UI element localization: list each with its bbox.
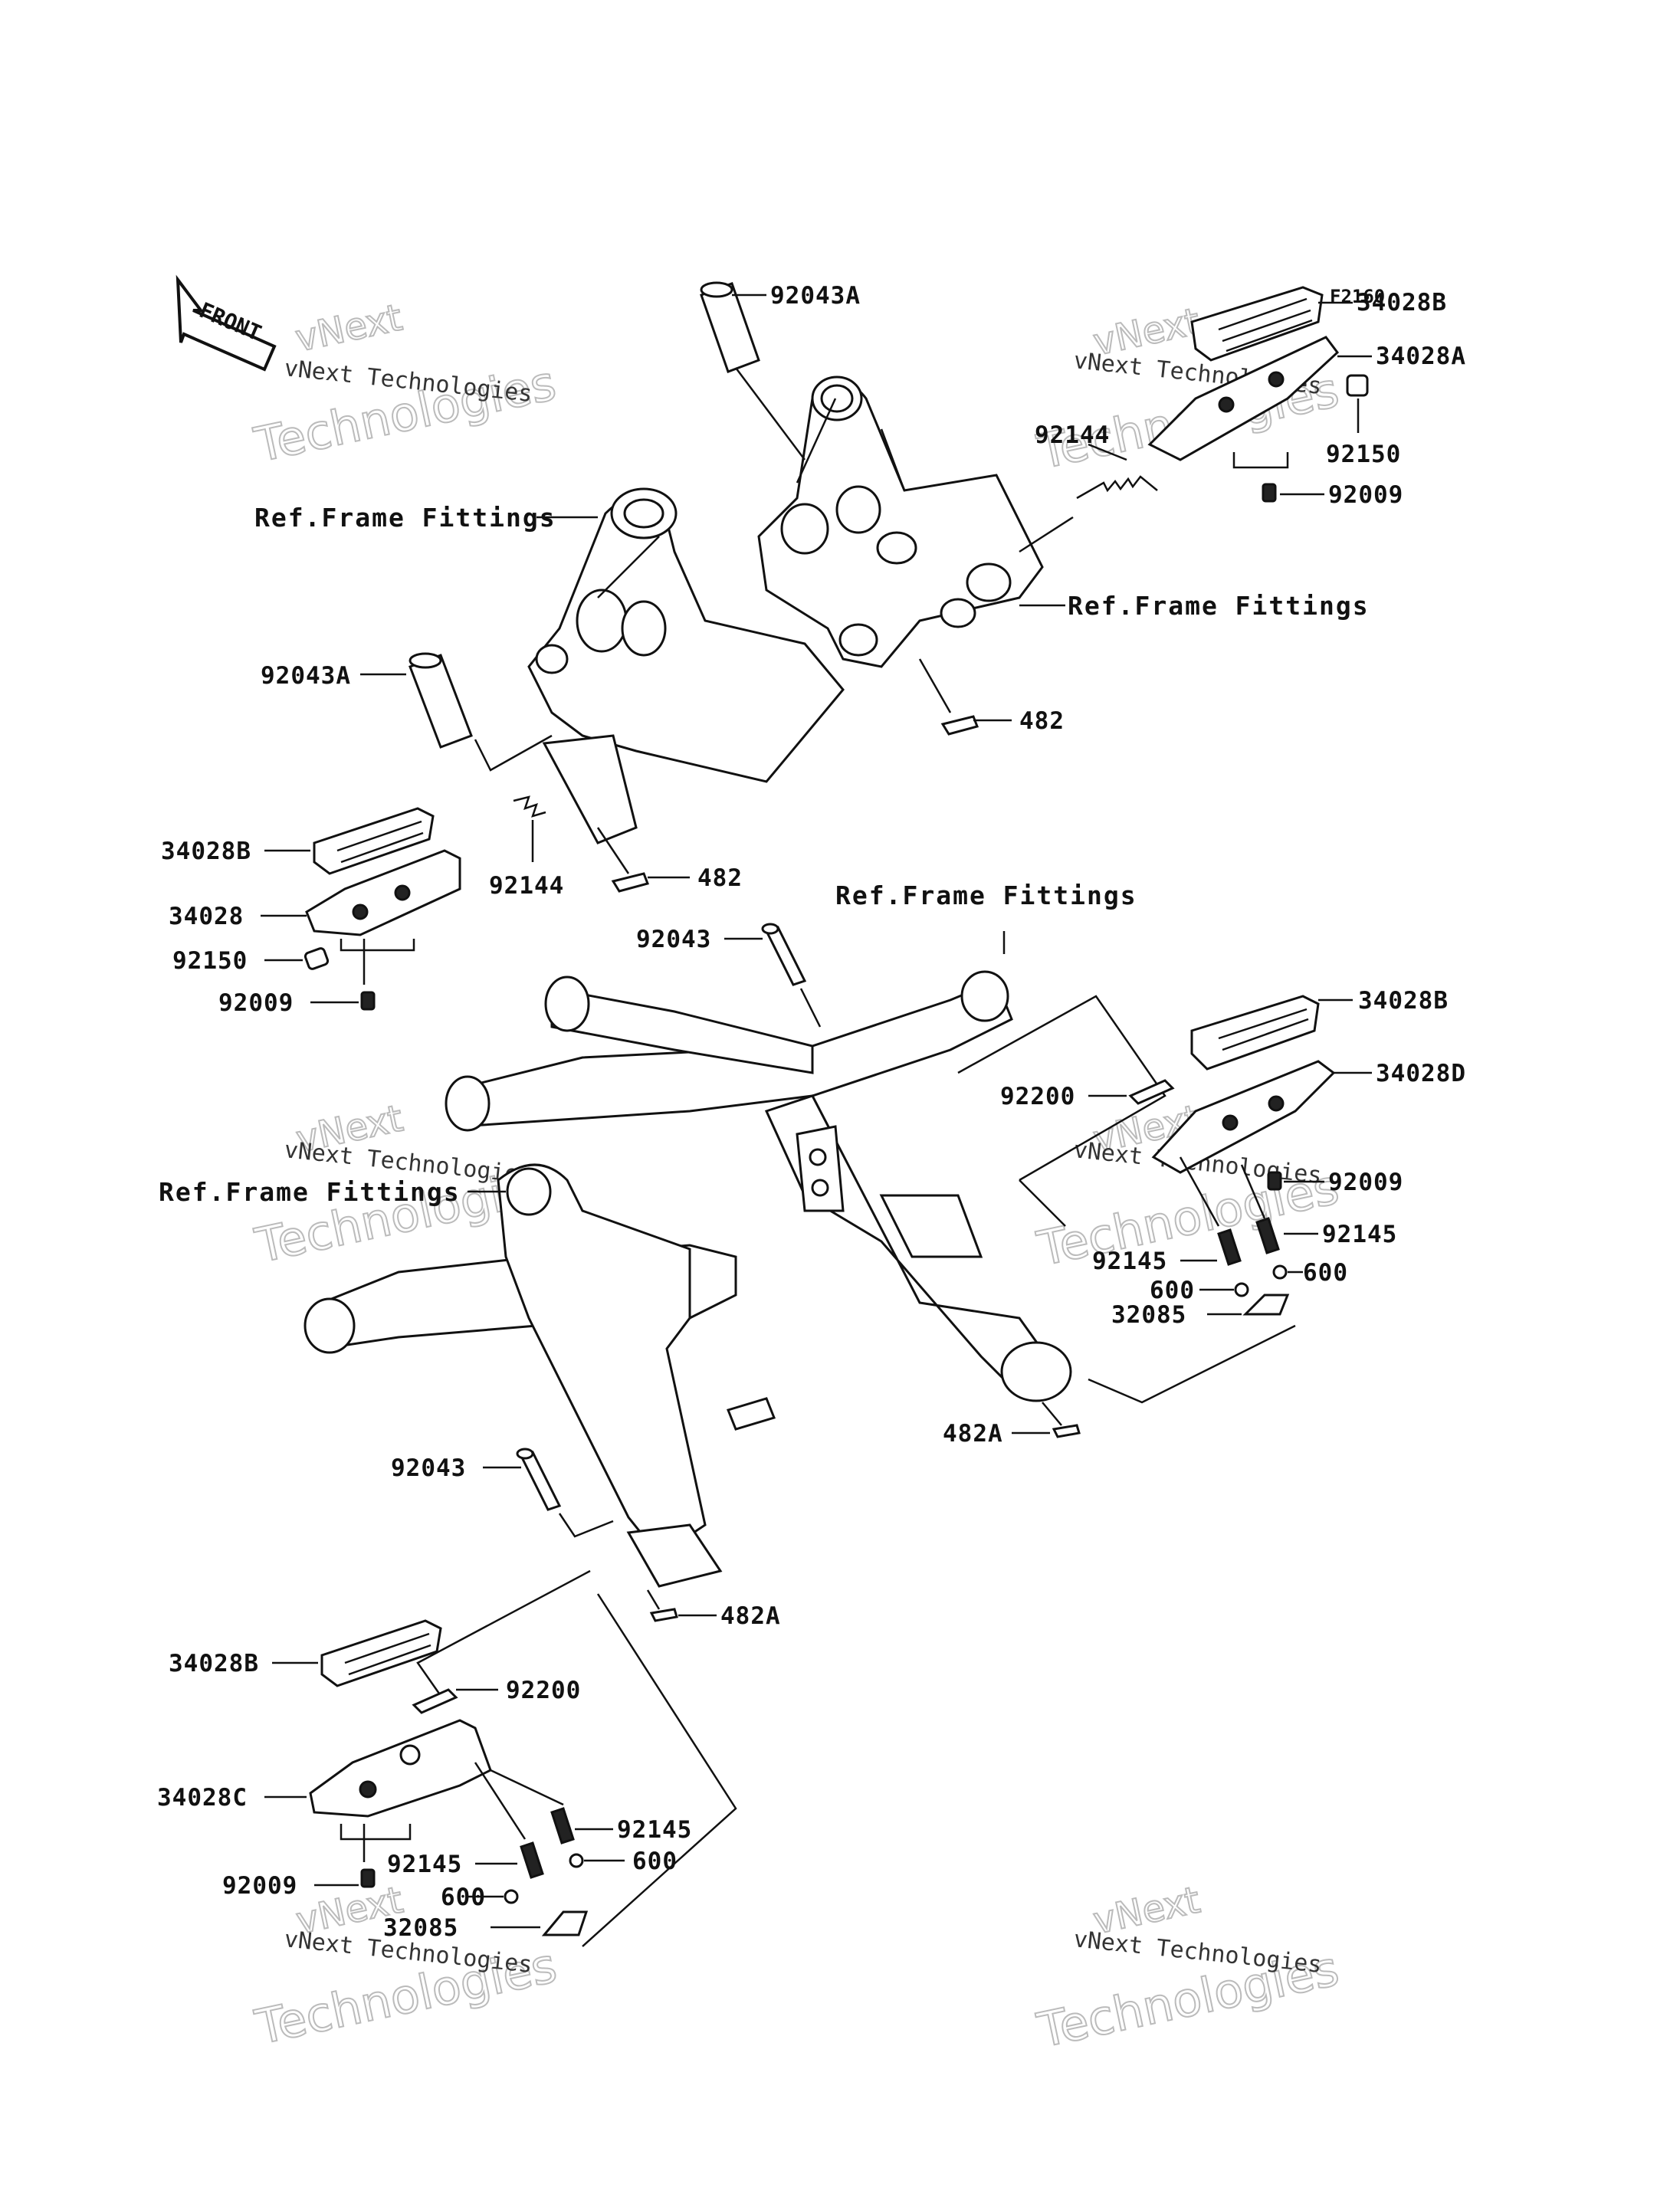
label-92150-l: 92150 [172,947,248,975]
label-92200-l: 92200 [506,1677,581,1704]
label-92150-r: 92150 [1326,441,1401,468]
front-right-frame [445,970,1072,1402]
ball-600-l2 [504,1889,519,1904]
label-92145-l2: 92145 [387,1851,462,1878]
washer-92200-r [1128,1079,1175,1105]
pin-92043A-top [700,281,760,373]
label-ref-frame-2: Ref.Frame Fittings [1068,591,1370,621]
label-ref-frame-1: Ref.Frame Fittings [254,503,556,533]
footpeg-rubber-34028B-bl [320,1619,442,1687]
label-ref-frame-3: Ref.Frame Fittings [835,880,1137,910]
detent-32085-l [541,1910,589,1936]
clip-482A-low [649,1608,678,1622]
label-32085-r: 32085 [1111,1301,1186,1329]
detent-32085-r [1242,1294,1290,1316]
bolt-92150-r [1346,374,1369,397]
label-92043A-left: 92043A [261,662,351,690]
label-34028: 34028 [169,903,244,930]
rear-right-bracket [757,375,1044,668]
footpeg-rubber-34028B-tr [1190,286,1324,362]
footpeg-rubber-34028B-l [313,807,435,875]
label-34028A: 34028A [1376,343,1466,370]
label-600-l1: 600 [632,1848,678,1875]
bolt-92009-mr [1267,1171,1282,1191]
footpeg-34028A [1147,336,1340,461]
label-600-l2: 600 [441,1884,486,1911]
label-ref-frame-4: Ref.Frame Fittings [159,1177,461,1207]
label-482A-low: 482A [720,1602,781,1630]
spring-92145-r1 [1217,1228,1242,1266]
ball-600-l1 [569,1853,584,1868]
spring-92144-r [1076,475,1158,500]
label-92043A-top: 92043A [770,282,861,310]
label-34028D: 34028D [1376,1060,1466,1087]
label-92145-r2: 92145 [1322,1221,1397,1248]
label-92009-mr: 92009 [1328,1169,1403,1196]
label-600-r1: 600 [1150,1277,1195,1304]
label-34028B-l: 34028B [161,838,251,865]
label-34028B-tr: 34028B [1357,289,1447,316]
clip-482-mid [611,872,649,893]
spring-92145-l1 [550,1807,575,1844]
bolt-92009-bl [360,1868,376,1888]
spring-92145-l2 [520,1841,544,1879]
footpeg-rubber-34028B-mr [1190,995,1320,1071]
bolt-92009-l [360,991,376,1011]
label-482-mid: 482 [697,864,743,892]
label-92009-l: 92009 [218,989,294,1017]
pin-92043-mid [761,923,807,986]
washer-92200-l [412,1688,458,1714]
ball-600-r2 [1272,1264,1288,1280]
svg-text:vNext: vNext [292,296,406,360]
label-92145-r1: 92145 [1092,1248,1167,1275]
diagram-code: F2160 [1330,286,1385,307]
bolt-92009-tr [1262,483,1277,503]
label-92145-l1: 92145 [617,1816,692,1844]
label-92144-r: 92144 [1035,421,1110,449]
pin-92043-low [516,1448,562,1511]
label-92144-l: 92144 [489,872,564,900]
clip-482-top [940,715,979,736]
spring-92145-r2 [1255,1217,1280,1254]
footpeg-34028 [305,849,461,936]
spring-92144-l [513,795,546,818]
label-92043-mid: 92043 [636,926,711,953]
clip-482A-r [1052,1424,1081,1438]
label-92009-tr: 92009 [1328,481,1403,509]
label-32085-l: 32085 [383,1914,458,1942]
bolt-92150-l [304,947,330,970]
footpeg-34028D [1151,1060,1336,1174]
pin-92043A-left [409,652,473,749]
label-482-top: 482 [1019,707,1065,735]
label-92200-r: 92200 [1000,1083,1075,1110]
footpeg-34028C [309,1719,492,1818]
front-left-frame [304,1163,776,1588]
label-600-r2: 600 [1303,1259,1348,1287]
ball-600-r1 [1234,1282,1249,1297]
label-92043-low: 92043 [391,1454,466,1482]
label-34028C: 34028C [157,1784,248,1812]
label-482A-r: 482A [943,1420,1003,1448]
label-34028B-bl: 34028B [169,1650,259,1677]
front-arrow-icon: FRONT [176,274,277,372]
label-92009-bl: 92009 [222,1872,297,1900]
label-34028B-mr: 34028B [1358,987,1449,1015]
rear-left-bracket [527,487,845,844]
